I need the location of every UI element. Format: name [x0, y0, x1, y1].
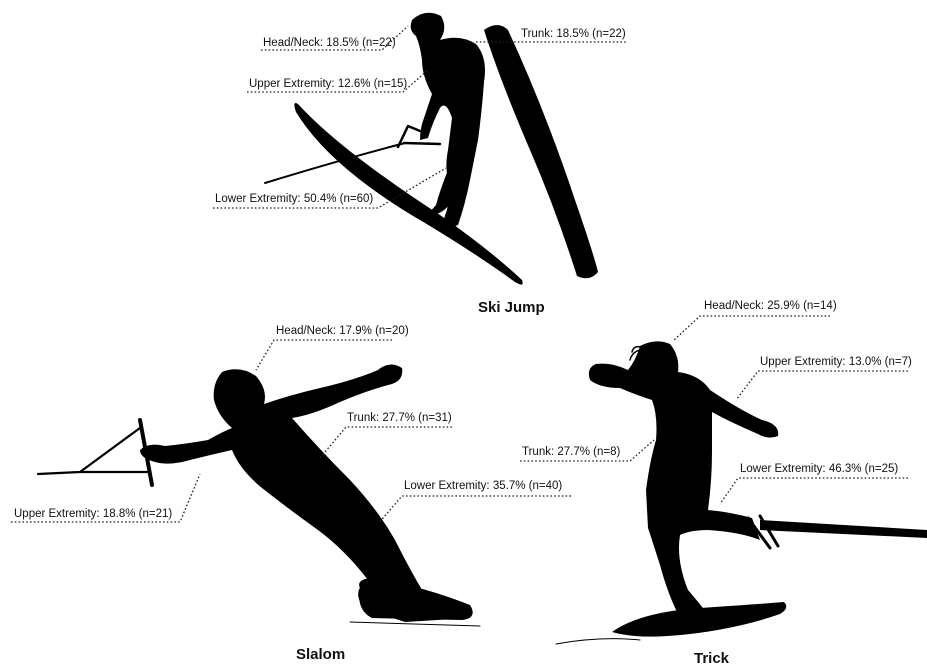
trick-title: Trick: [694, 650, 730, 667]
trick-lower-extremity-label: Lower Extremity: 46.3% (n=25): [740, 463, 898, 475]
trick-head-neck-leader: [674, 316, 830, 340]
ski-jump-trunk-label: Trunk: 18.5% (n=22): [521, 28, 626, 40]
ski-jump-rope-handle: [398, 126, 440, 147]
ski-jump-title: Ski Jump: [478, 299, 545, 316]
slalom-skier-silhouette: [140, 364, 470, 622]
slalom-head-neck-label: Head/Neck: 17.9% (n=20): [276, 325, 409, 337]
slalom-lower-extremity-leader: [378, 496, 571, 524]
trick-upper-extremity-label: Upper Extremity: 13.0% (n=7): [760, 356, 912, 368]
slalom-tow-rope: [38, 428, 148, 474]
trick-lower-extremity-leader: [720, 478, 908, 504]
trick-tow-rope: [760, 520, 927, 538]
slalom-panel: Head/Neck: 17.9% (n=20) Trunk: 27.7% (n=…: [11, 325, 571, 663]
slalom-title: Slalom: [296, 646, 345, 663]
trick-panel: Head/Neck: 25.9% (n=14) Upper Extremity:…: [520, 300, 927, 667]
slalom-trunk-leader: [320, 427, 452, 458]
ski-jump-panel: Head/Neck: 18.5% (n=22) Trunk: 18.5% (n=…: [213, 13, 627, 316]
slalom-water-spray: [350, 622, 480, 626]
trick-skier-silhouette: [589, 341, 778, 618]
slalom-head-neck-leader: [256, 340, 392, 370]
ski-jump-back-ski: [484, 25, 598, 278]
trick-upper-extremity-leader: [736, 371, 908, 400]
ski-jump-lower-extremity-label: Lower Extremity: 50.4% (n=60): [215, 193, 373, 205]
ski-jump-upper-extremity-label: Upper Extremity: 12.6% (n=15): [249, 78, 407, 90]
ski-jump-head-neck-label: Head/Neck: 18.5% (n=22): [263, 37, 396, 49]
trick-water-spray: [556, 639, 640, 644]
slalom-lower-extremity-label: Lower Extremity: 35.7% (n=40): [404, 480, 562, 492]
slalom-upper-extremity-label: Upper Extremity: 18.8% (n=21): [14, 508, 172, 520]
trick-head-neck-label: Head/Neck: 25.9% (n=14): [704, 300, 837, 312]
trick-trunk-label: Trunk: 27.7% (n=8): [522, 446, 620, 458]
slalom-trunk-label: Trunk: 27.7% (n=31): [347, 412, 452, 424]
